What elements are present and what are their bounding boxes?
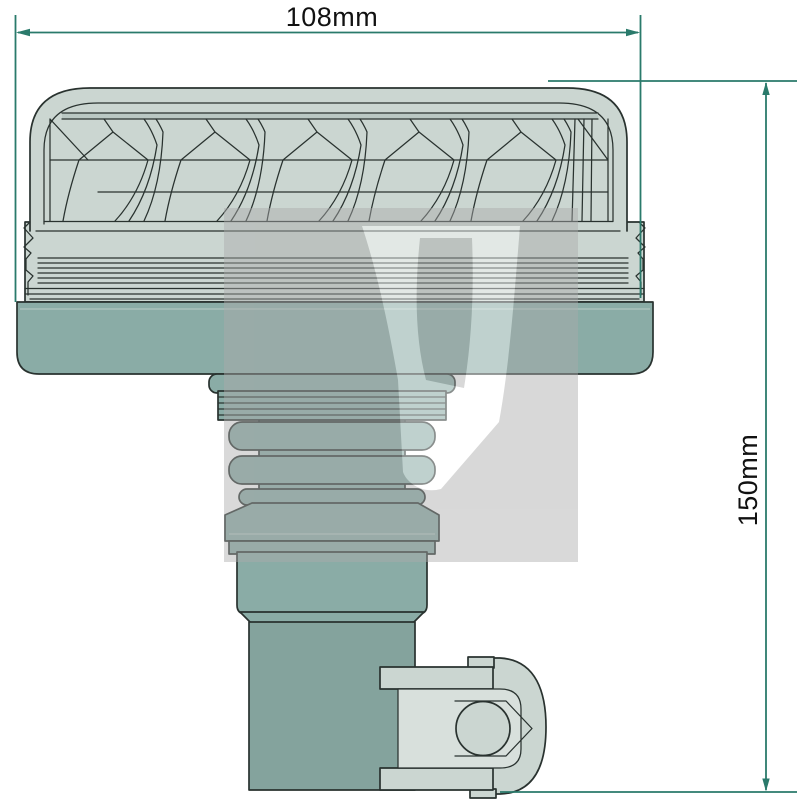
bolt-hex-outline — [454, 700, 533, 757]
dimension-height-label: 150mm — [733, 433, 763, 527]
bracket-bottom-band — [379, 767, 494, 791]
mounting-bracket — [379, 656, 547, 799]
beacon-bellows — [208, 373, 456, 516]
beacon-tube — [248, 621, 416, 791]
bolt-circle — [455, 700, 511, 757]
cap-top-band — [62, 113, 598, 119]
beacon-flange — [16, 301, 654, 375]
left-clip — [23, 221, 34, 296]
brand-logo-watermark — [224, 208, 578, 562]
dimension-width — [14, 15, 642, 302]
beacon-drawing — [16, 87, 654, 799]
beacon-cylinder — [224, 502, 440, 624]
bracket-top-band — [379, 666, 494, 690]
beacon-collar-ribs — [23, 221, 646, 300]
bellows-rib — [228, 421, 436, 451]
watermark-logo-slot — [416, 238, 473, 388]
watermark-logo-shape — [362, 226, 520, 491]
dimension-width-label: 108mm — [285, 2, 379, 32]
watermark-square — [224, 208, 578, 562]
beacon-lens-pattern — [35, 118, 621, 232]
dimension-height — [500, 80, 797, 793]
bellows-rib — [228, 455, 436, 485]
